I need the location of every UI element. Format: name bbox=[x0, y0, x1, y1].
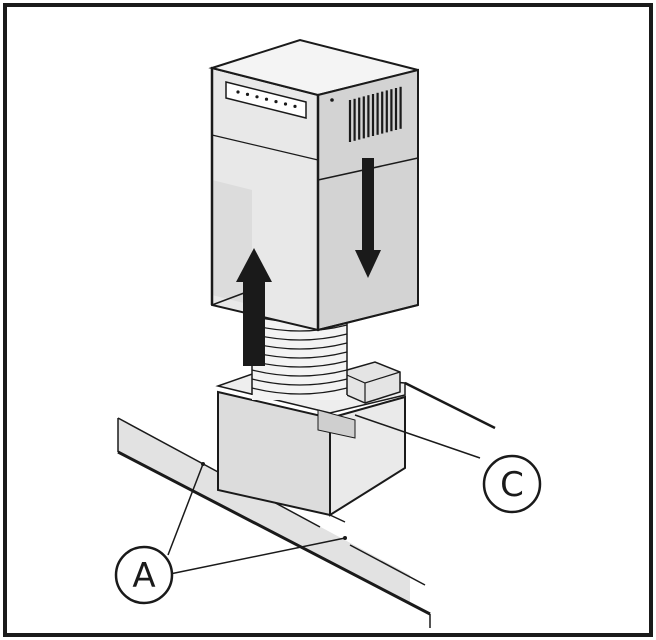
bracket-hole bbox=[255, 95, 259, 99]
bracket-hole bbox=[274, 100, 278, 104]
vent-grille bbox=[348, 86, 402, 142]
callout-a-label: A bbox=[132, 556, 155, 596]
bracket-hole bbox=[264, 97, 269, 101]
bracket-hole bbox=[283, 102, 288, 106]
rear-rail bbox=[404, 381, 496, 430]
bracket-hole bbox=[293, 104, 297, 108]
bracket-hole bbox=[236, 90, 240, 94]
bracket-hole bbox=[245, 92, 250, 96]
chimney-cover bbox=[208, 38, 419, 332]
ceiling-beam bbox=[117, 417, 431, 628]
callout-a: A bbox=[114, 462, 347, 605]
up-arrow-icon bbox=[236, 248, 272, 366]
callout-c: C bbox=[354, 414, 542, 514]
down-arrow-icon bbox=[355, 158, 381, 278]
duct-ring bbox=[251, 369, 348, 377]
duct-ring bbox=[251, 387, 348, 395]
duct-ring bbox=[251, 378, 348, 386]
motor-housing bbox=[215, 361, 406, 523]
callout-c-label: C bbox=[500, 465, 524, 505]
